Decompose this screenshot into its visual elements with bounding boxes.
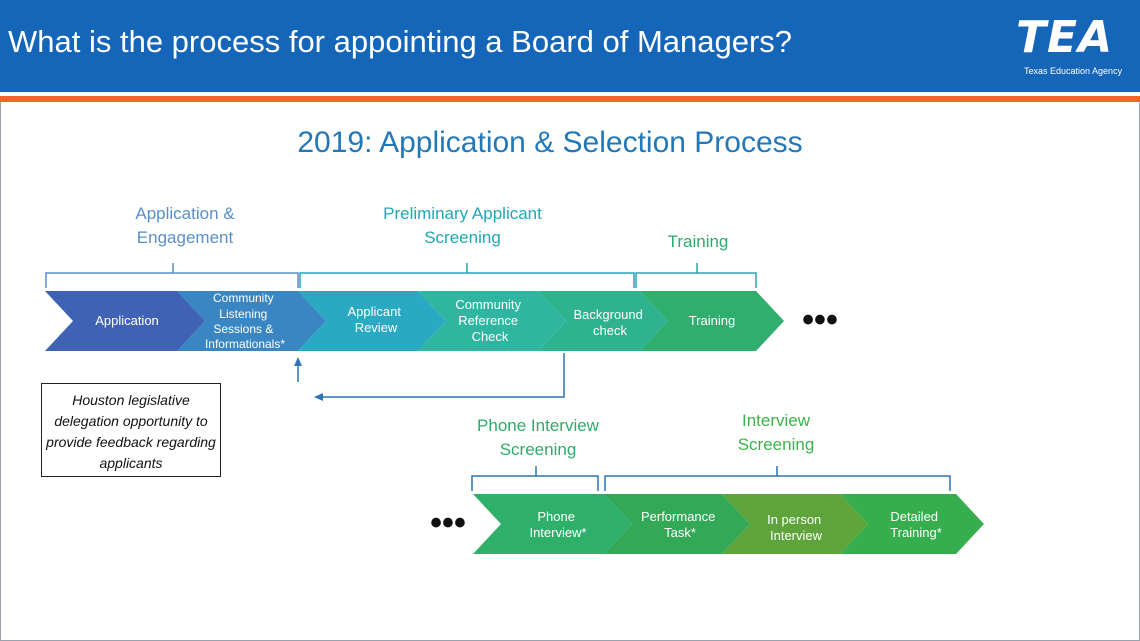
diagram-title: 2019: Application & Selection Process	[297, 126, 803, 159]
step-label-applicant-review: Applicant Review	[347, 304, 404, 335]
step-label-phone-interview: Phone Interview*	[529, 509, 586, 540]
legislative-note-box: Houston legislative delegation opportuni…	[41, 383, 221, 477]
header-bar: What is the process for appointing a Boa…	[0, 0, 1140, 92]
lead-in-dots: •••	[430, 504, 466, 542]
step-label-detailed-training: Detailed Training*	[890, 509, 942, 540]
step-label-application: Application	[95, 313, 159, 328]
arrowhead-left	[314, 393, 323, 401]
step-label-in-person-interview: In person Interview	[767, 512, 825, 543]
chevron-detailed-training: Detailed Training*	[840, 494, 984, 554]
step-label-community-reference-check: Community Reference Check	[455, 297, 524, 344]
tea-logo: TEA Texas Education Agency	[1016, 14, 1132, 80]
bracket-preliminary-screening	[299, 263, 635, 288]
step-label-performance-task: Performance Task*	[641, 509, 719, 540]
chevron-application: Application	[45, 291, 205, 351]
bracket-phone-interview-screening	[471, 466, 599, 491]
chevron-performance-task: Performance Task*	[604, 494, 750, 554]
phase-label-preliminary-screening: Preliminary Applicant Screening	[383, 204, 542, 247]
step-label-background-check: Background check	[573, 307, 646, 338]
arrowhead-up	[294, 357, 302, 366]
step-label-community-listening: Community Listening Sessions & Informati…	[205, 291, 285, 351]
feedback-loop-arrow	[297, 353, 565, 398]
chevron-background-check: Background check	[538, 291, 668, 351]
legislative-note-text: Houston legislative delegation opportuni…	[46, 392, 216, 471]
bracket-application-engagement	[45, 263, 299, 288]
chevron-community-reference-check: Community Reference Check	[418, 291, 566, 351]
slide-title: What is the process for appointing a Boa…	[8, 24, 793, 59]
logo-wordmark: TEA	[1016, 12, 1114, 63]
bracket-interview-screening	[604, 466, 951, 491]
phase-label-phone-interview-screening: Phone Interview Screening	[477, 416, 599, 459]
chevron-phone-interview: Phone Interview*	[473, 494, 632, 554]
chevron-community-listening: Community Listening Sessions & Informati…	[177, 291, 326, 351]
chevron-in-person-interview: In person Interview	[722, 494, 868, 554]
chevron-training: Training	[640, 291, 784, 351]
phase-label-interview-screening: Interview Screening	[737, 411, 815, 454]
header-divider	[0, 92, 1140, 96]
phase-label-training: Training	[667, 232, 729, 251]
logo-subtitle: Texas Education Agency	[1024, 66, 1123, 76]
bracket-training	[635, 263, 757, 288]
step-label-training: Training	[689, 313, 735, 328]
chevron-applicant-review: Applicant Review	[298, 291, 446, 351]
continuation-dots: •••	[802, 301, 838, 339]
phase-label-application-engagement: Application & Engagement	[135, 204, 235, 247]
accent-rule	[0, 96, 1140, 102]
